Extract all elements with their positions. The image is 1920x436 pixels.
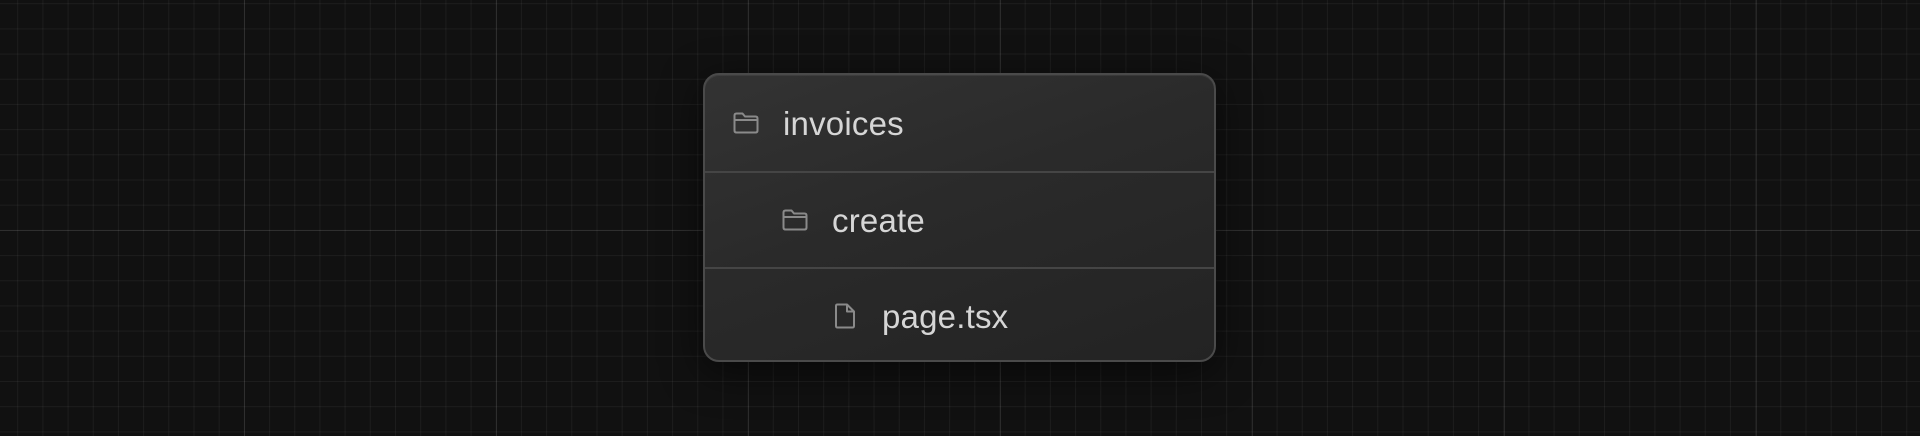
tree-item-label: page.tsx <box>882 297 1009 335</box>
folder-icon <box>780 205 810 235</box>
file-tree-panel: invoices create page.tsx <box>703 73 1216 362</box>
folder-icon <box>731 108 761 138</box>
tree-item-invoices-folder[interactable]: invoices <box>705 75 1214 171</box>
tree-item-label: create <box>832 201 925 239</box>
tree-item-create-folder[interactable]: create <box>705 171 1214 267</box>
file-icon <box>830 301 860 331</box>
tree-item-page-tsx-file[interactable]: page.tsx <box>705 267 1214 360</box>
tree-item-label: invoices <box>783 104 904 142</box>
